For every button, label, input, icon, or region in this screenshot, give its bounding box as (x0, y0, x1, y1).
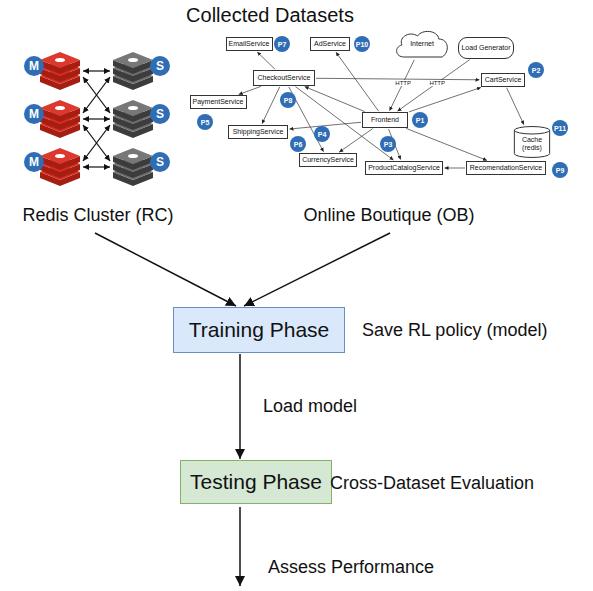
connector (390, 60, 415, 111)
note-text: Cross-Dataset Evaluation (330, 473, 534, 494)
redis-replica-stacks (113, 52, 153, 186)
connector (262, 87, 280, 124)
connector (95, 233, 236, 306)
replica-badge: S (150, 104, 170, 124)
callout-number: P10 (354, 36, 370, 52)
node-text: Load Generator (461, 44, 510, 52)
connector (244, 233, 390, 306)
group-label: Online Boutique (OB) (303, 205, 474, 228)
node-text: Internet (410, 40, 434, 48)
service-box: RecomendationService (466, 161, 546, 175)
service-box: CheckoutService (253, 70, 315, 86)
service-box: AdService (310, 37, 350, 51)
callout-number: P7 (274, 36, 290, 52)
phase-box: Testing Phase (180, 460, 332, 504)
connector (305, 87, 365, 112)
phase-box: Training Phase (173, 307, 345, 353)
callout-number: P9 (552, 162, 568, 178)
protocol-label: HTTP (394, 80, 412, 86)
connector (239, 86, 261, 94)
replication-arrows (83, 71, 110, 167)
service-box: CurrencyService (299, 153, 357, 167)
callout-number: P8 (280, 92, 296, 108)
note-text: Save RL policy (model) (362, 320, 547, 341)
connector (507, 88, 524, 125)
node-text: ShippingService (233, 128, 284, 136)
app-group: Online Boutique (OB) EmailService AdServic… (188, 26, 590, 228)
master-badge: M (24, 104, 44, 124)
title: Collected Datasets (186, 4, 354, 27)
service-box: Frontend (362, 112, 408, 128)
node-text: PaymentService (193, 98, 244, 106)
callout-number: P1 (412, 112, 428, 128)
node-text: Frontend (371, 116, 399, 124)
edge-label: Load model (262, 396, 358, 417)
cache-cylinder: Cache (redis) (514, 126, 550, 158)
connector (406, 128, 487, 160)
node-text: Testing Phase (190, 470, 322, 494)
master-badge: M (24, 56, 44, 76)
connector (409, 87, 481, 111)
callout-number: P2 (528, 62, 544, 78)
node-text: ProductCatalogService (368, 164, 440, 172)
redis-master-stacks (40, 52, 80, 186)
callout-number: P6 (290, 136, 306, 152)
node-text: Training Phase (189, 318, 329, 342)
node-text: CheckoutService (258, 74, 311, 82)
callout-number: P3 (380, 136, 396, 152)
node-text: AdService (314, 40, 346, 48)
service-box: PaymentService (190, 95, 247, 109)
service-box: ProductCatalogService (365, 161, 443, 175)
node-text: CartService (485, 76, 522, 84)
group-label: Redis Cluster (RC) (22, 205, 173, 228)
connector (239, 354, 241, 459)
generator-box: Load Generator (458, 37, 514, 59)
internet-cloud: Internet (394, 29, 450, 59)
output-arrow (239, 507, 241, 586)
protocol-label: HTTP (428, 80, 446, 86)
node-text: RecomendationService (470, 164, 542, 172)
node-text: CurrencyService (302, 156, 354, 164)
service-box: EmailService (226, 37, 273, 51)
replica-badge: S (150, 152, 170, 172)
service-box: CartService (481, 73, 525, 87)
node-text: Cache (redis) (517, 132, 547, 151)
connector (445, 168, 466, 169)
callout-number: P11 (552, 120, 568, 136)
service-box: ShippingService (228, 125, 288, 139)
node-text: EmailService (229, 40, 270, 48)
master-badge: M (24, 152, 44, 172)
callout-number: P5 (197, 114, 213, 130)
callout-number: P4 (314, 126, 330, 142)
replica-badge: S (150, 56, 170, 76)
connector (257, 52, 275, 69)
note-text: Assess Performance (268, 557, 434, 578)
